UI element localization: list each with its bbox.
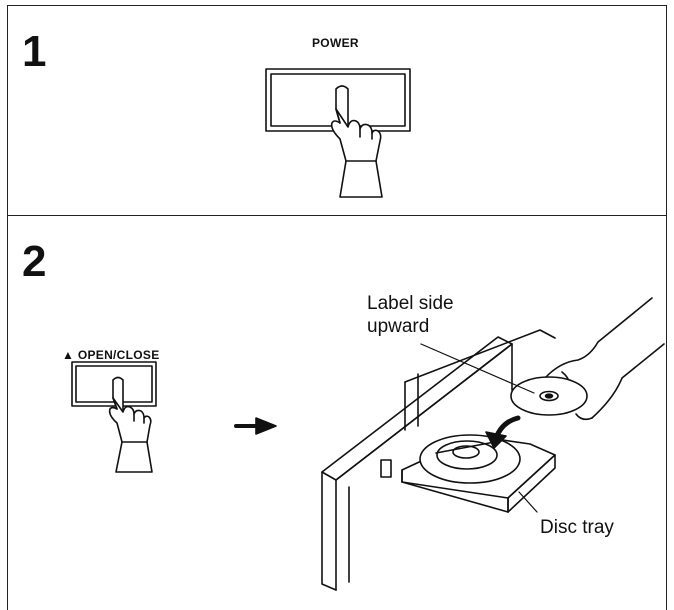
- label-side-callout: Label side upward: [367, 292, 454, 338]
- insert-arrow-icon: [485, 415, 521, 449]
- callout-leaders: [420, 343, 538, 513]
- pointing-hand-icon: [330, 85, 383, 198]
- pointing-hand-icon: [108, 376, 153, 473]
- step-number-2: 2: [22, 237, 47, 286]
- step-number-1: 1: [22, 27, 47, 76]
- power-button-label: POWER: [312, 36, 359, 50]
- open-close-button-label: ▲ OPEN/CLOSE: [62, 348, 160, 362]
- arrow-right-icon: [234, 417, 277, 435]
- label-side-line1: Label side: [367, 293, 454, 314]
- step-divider: [7, 215, 667, 216]
- player-chassis: [321, 329, 556, 591]
- open-close-label-text: OPEN/CLOSE: [77, 348, 160, 362]
- disc-icon: [510, 376, 588, 416]
- disc-tray: [401, 434, 556, 513]
- eject-icon: ▲: [62, 348, 75, 362]
- disc-tray-callout: Disc tray: [540, 517, 614, 538]
- instruction-frame: [7, 5, 667, 610]
- label-side-line2: upward: [367, 316, 430, 337]
